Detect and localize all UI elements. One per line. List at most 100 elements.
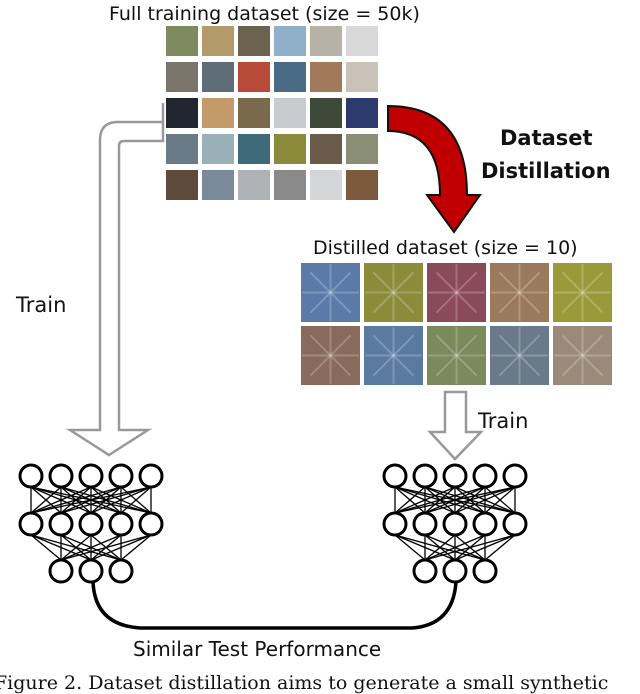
distilled-texture bbox=[498, 334, 521, 357]
network-node bbox=[412, 511, 438, 537]
full-dataset-thumbnail bbox=[166, 98, 198, 128]
distilled-texture bbox=[329, 271, 352, 294]
full-dataset-thumbnail bbox=[238, 98, 270, 128]
full-dataset-thumbnail bbox=[202, 62, 234, 92]
full-dataset-title: Full training dataset (size = 50k) bbox=[109, 3, 420, 25]
network-node bbox=[18, 511, 44, 537]
network-node bbox=[138, 463, 164, 489]
distilled-texture bbox=[561, 354, 584, 377]
network-node bbox=[382, 511, 408, 537]
distilled-thumbnail bbox=[301, 326, 360, 385]
network-node bbox=[412, 463, 438, 489]
distilled-texture bbox=[329, 354, 352, 377]
network-node bbox=[502, 511, 528, 537]
distilled-texture bbox=[329, 334, 352, 357]
network-edge bbox=[424, 534, 486, 561]
full-dataset-thumbnail bbox=[274, 170, 306, 200]
distilled-thumbnail bbox=[490, 326, 549, 385]
distilled-texture bbox=[309, 334, 332, 357]
full-dataset-thumbnail bbox=[202, 134, 234, 164]
distilled-thumbnail bbox=[364, 263, 423, 322]
full-dataset-thumbnail bbox=[238, 134, 270, 164]
distillation-label-line2: Distillation bbox=[481, 159, 611, 183]
network-node bbox=[48, 558, 74, 584]
network-edge bbox=[120, 486, 152, 514]
full-dataset-thumbnail bbox=[274, 26, 306, 56]
train-arrow-right bbox=[427, 390, 484, 461]
distilled-texture bbox=[561, 334, 584, 357]
distilled-texture bbox=[498, 354, 521, 377]
full-dataset-thumbnail bbox=[274, 98, 306, 128]
network-edge bbox=[60, 534, 92, 561]
network-node bbox=[138, 511, 164, 537]
distilled-texture bbox=[518, 334, 541, 357]
network-edge bbox=[454, 486, 516, 514]
train-label-right: Train bbox=[478, 409, 529, 433]
network-edge bbox=[394, 486, 426, 514]
distilled-texture bbox=[309, 271, 332, 294]
network-edge bbox=[424, 534, 516, 561]
neural-network-left bbox=[18, 463, 164, 584]
distilled-texture bbox=[372, 271, 395, 294]
distilled-texture bbox=[455, 291, 478, 314]
distilled-texture bbox=[518, 354, 541, 377]
distilled-thumbnail bbox=[490, 263, 549, 322]
distilled-texture bbox=[435, 354, 458, 377]
network-edge bbox=[394, 534, 426, 561]
neural-network-right bbox=[382, 463, 528, 584]
full-dataset-thumbnail bbox=[274, 134, 306, 164]
network-node bbox=[48, 511, 74, 537]
full-dataset-thumbnail bbox=[238, 62, 270, 92]
distilled-texture bbox=[561, 271, 584, 294]
distilled-texture bbox=[372, 291, 395, 314]
train-arrow-left bbox=[65, 103, 165, 457]
distilled-thumbnail bbox=[427, 263, 486, 322]
network-edge bbox=[30, 534, 62, 561]
distilled-texture bbox=[455, 354, 478, 377]
full-dataset-thumbnail bbox=[238, 170, 270, 200]
distilled-texture bbox=[435, 271, 458, 294]
full-dataset-thumbnail bbox=[346, 62, 378, 92]
full-dataset-thumbnail bbox=[166, 134, 198, 164]
distillation-arrow bbox=[387, 104, 482, 234]
figure-caption: Figure 2. Dataset distillation aims to g… bbox=[0, 672, 609, 694]
network-node bbox=[442, 511, 468, 537]
full-dataset-thumbnail bbox=[310, 170, 342, 200]
distilled-texture bbox=[561, 291, 584, 314]
full-dataset-thumbnail bbox=[274, 62, 306, 92]
network-edge bbox=[90, 534, 152, 561]
full-dataset-thumbnail bbox=[310, 26, 342, 56]
network-node bbox=[78, 463, 104, 489]
full-dataset-thumbnail bbox=[166, 62, 198, 92]
network-node bbox=[412, 558, 438, 584]
network-node bbox=[108, 511, 134, 537]
network-edge bbox=[120, 534, 152, 561]
network-node bbox=[472, 511, 498, 537]
network-node bbox=[442, 463, 468, 489]
network-node bbox=[108, 558, 134, 584]
distilled-dataset-grid bbox=[301, 263, 612, 385]
distilled-texture bbox=[435, 291, 458, 314]
full-dataset-thumbnail bbox=[346, 98, 378, 128]
full-dataset-thumbnail bbox=[346, 26, 378, 56]
network-edge bbox=[30, 486, 122, 514]
distilled-thumbnail bbox=[301, 263, 360, 322]
full-dataset-thumbnail bbox=[346, 134, 378, 164]
network-edge bbox=[394, 486, 456, 514]
distilled-texture bbox=[392, 354, 415, 377]
full-dataset-thumbnail bbox=[346, 170, 378, 200]
distilled-texture bbox=[581, 291, 604, 314]
distilled-thumbnail bbox=[364, 326, 423, 385]
network-edge bbox=[454, 534, 516, 561]
full-dataset-thumbnail bbox=[238, 26, 270, 56]
network-edge bbox=[394, 486, 516, 514]
network-node bbox=[472, 558, 498, 584]
network-node bbox=[108, 463, 134, 489]
full-dataset-thumbnail bbox=[202, 170, 234, 200]
network-edge bbox=[60, 534, 152, 561]
network-edge bbox=[394, 486, 486, 514]
network-edge bbox=[484, 486, 516, 514]
network-node bbox=[502, 463, 528, 489]
distilled-texture bbox=[435, 334, 458, 357]
